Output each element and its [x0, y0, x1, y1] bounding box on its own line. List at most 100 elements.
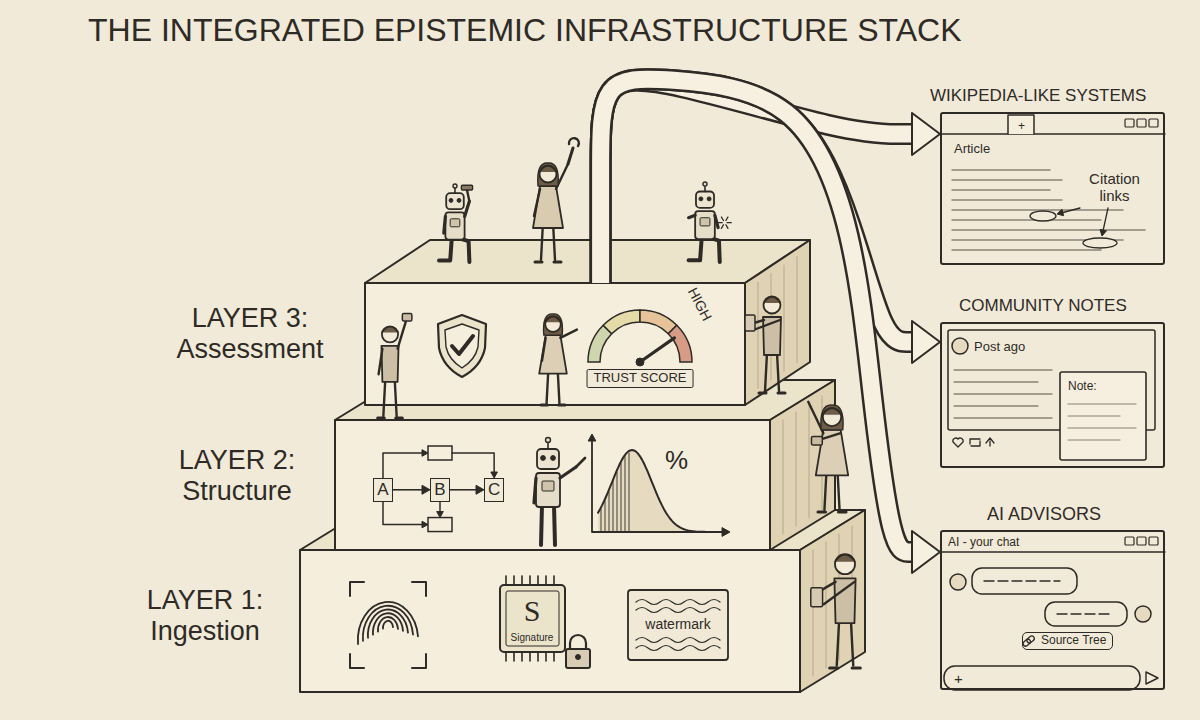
person-head — [382, 326, 398, 342]
robot-chest-panel — [700, 218, 710, 226]
block-front-face — [365, 283, 745, 405]
tablet-device — [811, 588, 823, 607]
robot-eye — [449, 198, 453, 202]
share-icon — [986, 438, 994, 446]
repost-icon — [970, 439, 980, 446]
chip-inner — [506, 591, 559, 646]
person-hair — [544, 314, 563, 335]
icon-group — [350, 310, 730, 668]
panel-chrome — [940, 115, 1165, 690]
check-mark — [452, 336, 473, 354]
window-button — [1137, 537, 1146, 545]
curve-hatch — [621, 464, 622, 532]
side-hatch — [813, 550, 814, 676]
fingerprint-ridge — [378, 617, 398, 632]
person-arm — [756, 320, 780, 329]
person-legs — [383, 380, 396, 416]
chip-pin — [529, 652, 531, 661]
layer-block: LAYER 3: AssessmentTRUST SCOREHIGH — [365, 283, 745, 405]
arrow-head — [422, 450, 428, 457]
curve-hatch — [625, 457, 626, 532]
fingerprint-ridge — [363, 606, 413, 641]
chip-pin — [513, 576, 515, 585]
person-legs — [765, 353, 779, 391]
side-hatch — [797, 257, 798, 363]
app-window: COMMUNITY NOTESPost agoNote: — [940, 322, 1165, 468]
wrench-tool — [568, 148, 573, 164]
person-head — [545, 316, 561, 332]
fingerprint-ridge — [373, 613, 403, 634]
person-shoes — [541, 404, 565, 407]
arrow-head — [422, 485, 430, 494]
person-figure — [539, 314, 577, 405]
scan-bracket — [412, 654, 426, 668]
chip-pin — [521, 652, 523, 661]
chip-pin — [553, 576, 555, 585]
person-dress — [533, 186, 563, 228]
robot-arm — [534, 478, 536, 503]
gauge-needle — [640, 338, 674, 362]
lock-shackle — [570, 635, 586, 650]
person-dress — [539, 335, 567, 374]
article-text-line — [952, 249, 1101, 251]
chip-letter: S — [524, 594, 541, 629]
diagram-title: THE INTEGRATED EPISTEMIC INFRASTRUCTURE … — [88, 12, 962, 49]
person-hair — [540, 166, 557, 172]
person-hair — [764, 297, 781, 303]
robot-leg — [541, 505, 555, 545]
person-hair — [835, 555, 855, 562]
robot-arm — [715, 215, 718, 227]
person-arm — [534, 189, 540, 216]
arrow-head — [476, 485, 484, 494]
arrow-head — [1100, 229, 1106, 236]
watermark-wave — [636, 638, 720, 643]
robot-arm — [444, 216, 446, 233]
chip-pin — [537, 576, 539, 585]
person-figure — [378, 314, 412, 419]
robot-eye — [699, 197, 703, 201]
window-button — [1125, 537, 1134, 545]
panel-heading: WIKIPEDIA-LIKE SYSTEMS — [930, 86, 1146, 106]
person-figure — [745, 297, 785, 394]
curve-fill — [598, 450, 722, 532]
note-label: Note: — [1068, 380, 1097, 394]
app-window: WIKIPEDIA-LIKE SYSTEMSArticle+Citation l… — [940, 112, 1165, 265]
chat-avatar — [950, 574, 966, 590]
citation-marker — [1030, 211, 1056, 221]
callout-label: Citation links — [1077, 170, 1152, 205]
chip-pin — [521, 576, 523, 585]
block-side-face — [745, 240, 810, 405]
arrow-outline — [601, 79, 917, 552]
note-text-line — [1068, 403, 1136, 404]
side-hatch — [783, 420, 784, 534]
arrow-head — [1057, 209, 1064, 215]
robot-body — [695, 211, 715, 239]
chart-axes — [592, 440, 724, 532]
chip-pin — [529, 576, 531, 585]
robot-eye — [541, 456, 546, 461]
robot-chest-panel — [450, 219, 460, 227]
app-window: AI ADVISORSAI - your chatSource Tree+ — [940, 530, 1165, 690]
watermark-wave — [636, 608, 720, 613]
curve-hatch — [601, 509, 602, 532]
side-hatch — [796, 412, 797, 526]
note-text-line — [1068, 439, 1120, 440]
panel-heading: COMMUNITY NOTES — [959, 296, 1127, 316]
lock-body — [566, 649, 590, 668]
person-shoes — [378, 417, 403, 420]
chip-body — [500, 585, 565, 652]
person-head — [540, 166, 557, 183]
person-hair — [538, 163, 559, 186]
chat-text-line — [1057, 613, 1110, 614]
title-bar-line — [940, 551, 1165, 553]
curve-hatch — [629, 453, 630, 532]
side-hatch — [826, 542, 827, 668]
curve-hatch — [609, 492, 610, 532]
connector-line — [450, 489, 477, 491]
watermark-wave — [636, 646, 720, 651]
person-shirt — [834, 578, 855, 623]
article-text-line — [952, 179, 1062, 181]
tab-bar-line — [940, 133, 1165, 135]
flow-arrow — [601, 79, 940, 573]
layer-label: LAYER 1: Ingestion — [120, 585, 290, 647]
